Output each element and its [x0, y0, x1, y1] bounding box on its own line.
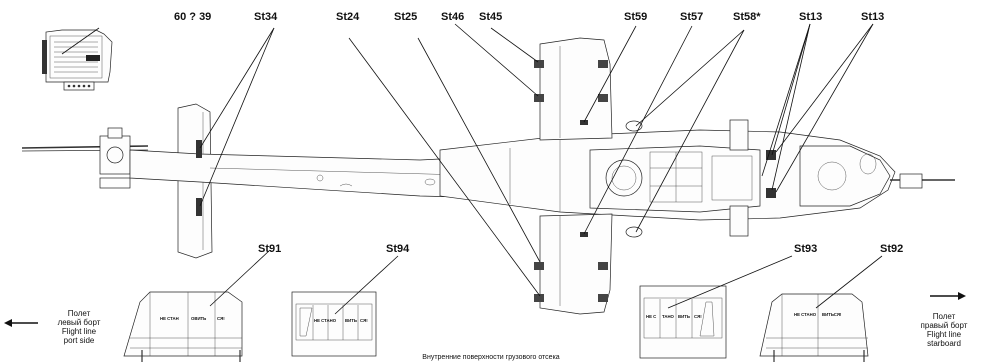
label-st93: St93	[794, 243, 817, 255]
starboard-line3: Flight line	[927, 330, 962, 339]
stencil-91-part3: СЯ!	[217, 316, 225, 321]
top-labels: 60 ? 39 St34 St24 St25 St46 St45 St59 St…	[174, 11, 884, 23]
label-st24: St24	[336, 11, 360, 23]
stencil-91-part1: НЕ СТАН	[160, 316, 179, 321]
port-side-note: Полет левый борт Flight line port side	[4, 309, 101, 345]
arrow-right-icon	[958, 292, 966, 300]
stencil-94-part3: СЯ!	[360, 318, 368, 323]
stencil-93-part4: СЯ!	[694, 314, 702, 319]
starboard-line4: starboard	[927, 339, 961, 348]
label-st94: St94	[386, 243, 410, 255]
helicopter-top-view	[21, 37, 955, 315]
label-60x39: 60 ? 39	[174, 11, 211, 23]
port-line2: левый борт	[58, 318, 101, 327]
arrow-left-icon	[4, 319, 12, 327]
panel-st91-port: НЕ СТАН ОВИТЬ СЯ!	[123, 291, 243, 362]
label-st25: St25	[394, 11, 417, 23]
leader-lines-top	[61, 23, 874, 297]
label-st58: St58*	[733, 11, 761, 23]
stencil-94-part2: ВИТЬ	[345, 318, 357, 323]
cargo-bay-caption: Внутренние поверхности грузового отсека	[422, 354, 559, 361]
port-line1: Полет	[68, 309, 91, 318]
label-st57: St57	[680, 11, 703, 23]
label-st13-b: St13	[861, 11, 884, 23]
bottom-labels: St91 St94 St93 St92	[258, 243, 903, 255]
starboard-side-note: Полет правый борт Flight line starboard	[921, 292, 968, 348]
panel-st92-starboard: НЕ СТАНО ВИТЬСЯ!	[759, 293, 869, 362]
stencil-92-part1: НЕ СТАНО	[794, 312, 817, 317]
port-line4: port side	[64, 336, 95, 345]
panel-st93: НЕ С ТАНО ВИТЬ СЯ!	[639, 285, 727, 359]
stencil-92-part2: ВИТЬСЯ!	[822, 312, 842, 317]
label-st59: St59	[624, 11, 647, 23]
stencil-94-part1: НЕ СТАНО	[314, 318, 337, 323]
label-st45: St45	[479, 11, 502, 23]
starboard-line1: Полет	[933, 312, 956, 321]
label-st13-a: St13	[799, 11, 822, 23]
starboard-line2: правый борт	[921, 321, 968, 330]
panel-st94: НЕ СТАНО ВИТЬ СЯ!	[291, 291, 377, 357]
stencil-93-part1: НЕ С	[646, 314, 656, 319]
leader-lines-bottom	[209, 249, 883, 315]
label-st46: St46	[441, 11, 464, 23]
port-line3: Flight line	[62, 327, 97, 336]
stencil-93-part3: ВИТЬ	[678, 314, 690, 319]
label-st34: St34	[254, 11, 278, 23]
inset-stencil-60x39	[42, 29, 113, 91]
stencil-91-part2: ОВИТЬ	[191, 316, 206, 321]
stencil-93-part2: ТАНО	[662, 314, 675, 319]
label-st91: St91	[258, 243, 281, 255]
label-st92: St92	[880, 243, 903, 255]
